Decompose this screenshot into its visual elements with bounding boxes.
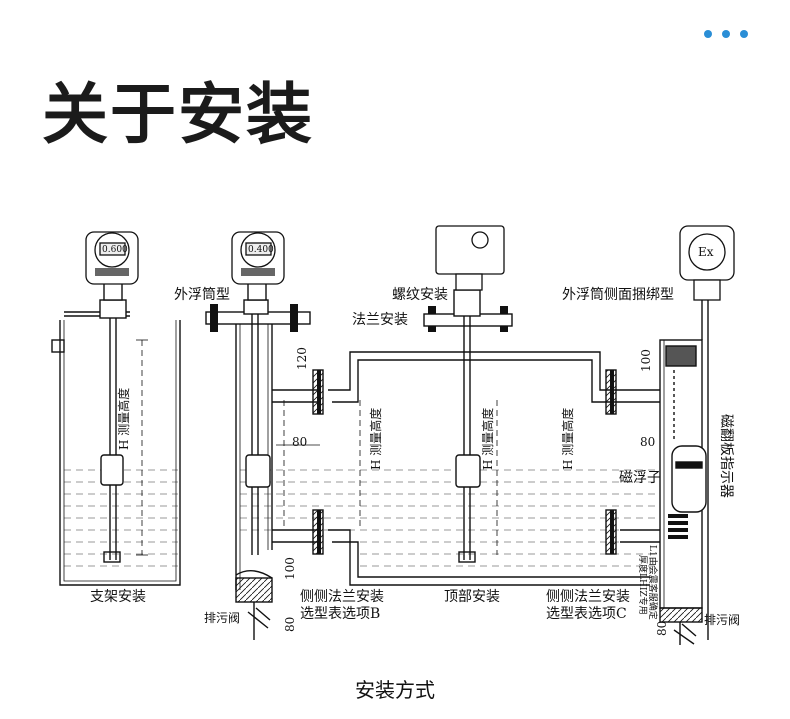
label-flange-install: 法兰安装 bbox=[352, 312, 408, 328]
bracket-install-figure bbox=[51, 281, 181, 586]
label-drain-valve-1: 排污阀 bbox=[204, 611, 240, 625]
measure-h2: H 测量高度 bbox=[368, 408, 383, 470]
page-title: 关于安装 bbox=[42, 76, 314, 153]
transmitter-head-3 bbox=[435, 225, 505, 291]
outer-float-figure bbox=[205, 281, 660, 640]
label-thread-install: 螺纹安装 bbox=[392, 287, 448, 303]
label-flip-indicator: 磁翻板指示器 bbox=[718, 414, 734, 498]
transmitter-head-2 bbox=[231, 231, 285, 285]
measure-h4: H 测量高度 bbox=[560, 408, 575, 470]
measure-h3: H 测量高度 bbox=[480, 408, 495, 470]
menu-dots-icon[interactable] bbox=[704, 28, 750, 40]
label-magnetic-float: 磁浮子 bbox=[619, 470, 661, 486]
transmitter-head-1 bbox=[85, 231, 139, 285]
label-side-flange-b-1: 侧侧法兰安装 bbox=[300, 589, 384, 605]
dim-80-c: 80 bbox=[283, 617, 297, 632]
dim-80-a: 80 bbox=[292, 435, 307, 449]
top-install-figure bbox=[423, 289, 513, 563]
label-side-flange-b-2: 选型表选项B bbox=[300, 606, 380, 622]
liquid-level-lines bbox=[64, 469, 655, 567]
label-top-install: 顶部安装 bbox=[444, 589, 500, 605]
dim-100-a: 100 bbox=[283, 557, 297, 580]
dim-80-b: 80 bbox=[640, 435, 655, 449]
measure-h1: H 测量高度 bbox=[116, 388, 131, 450]
display-1: 0.600 bbox=[102, 245, 128, 255]
label-side-flange-c-2: 选型表选项C bbox=[546, 606, 627, 622]
flange-bolts bbox=[210, 304, 614, 554]
label-l1-note2: 厚度LHIZ专用 bbox=[637, 555, 649, 615]
dim-120: 120 bbox=[295, 347, 309, 370]
diagram-caption: 安装方式 bbox=[355, 678, 435, 702]
label-side-strap: 外浮筒侧面捆绑型 bbox=[562, 286, 674, 303]
label-bracket-install: 支架安装 bbox=[90, 589, 146, 605]
display-2: 0.400 bbox=[248, 245, 274, 255]
label-side-flange-c-1: 侧侧法兰安装 bbox=[546, 589, 630, 605]
label-drain-valve-2: 排污阀 bbox=[704, 613, 740, 627]
label-outer-float: 外浮筒型 bbox=[174, 286, 230, 303]
dim-100-b: 100 bbox=[639, 349, 653, 372]
label-l1-note: L1由会震客服确定 bbox=[647, 545, 659, 620]
ex-mark: Ex bbox=[698, 245, 714, 259]
transmitter-head-4 bbox=[679, 225, 735, 301]
side-strap-figure bbox=[659, 300, 709, 645]
dim-80-d: 80 bbox=[655, 621, 669, 636]
